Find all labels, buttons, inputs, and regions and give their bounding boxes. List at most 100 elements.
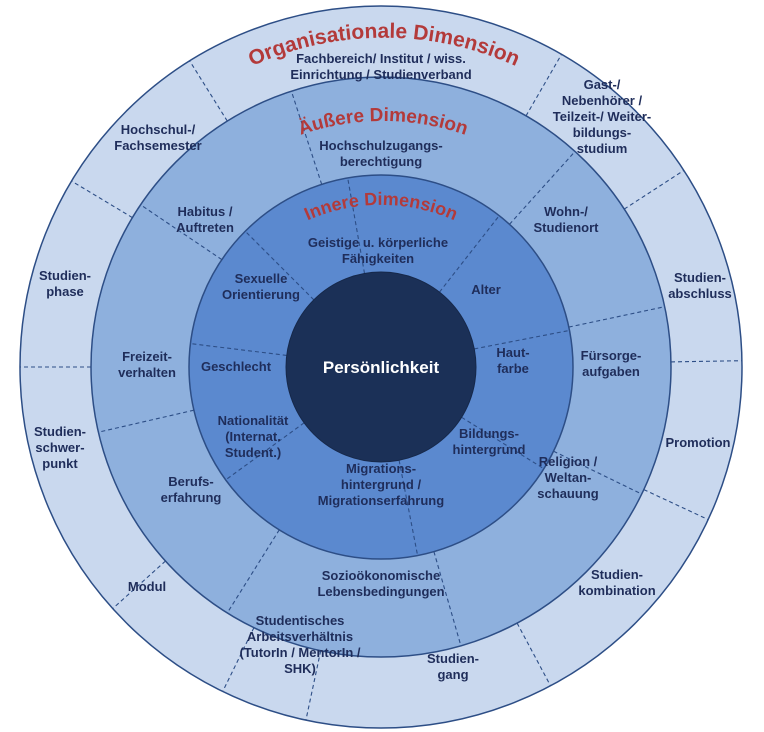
inner-segment-label: Bildungs-hintergrund bbox=[453, 426, 526, 457]
outer-segment-label-line: Einrichtung / Studienverband bbox=[290, 67, 471, 82]
segment-divider bbox=[509, 151, 576, 225]
outer-segment-label-line: punkt bbox=[42, 456, 78, 471]
outer-segment-label-line: Hochschul-/ bbox=[121, 122, 196, 137]
segment-divider bbox=[71, 180, 133, 219]
inner-segment-label-line: Student.) bbox=[225, 445, 281, 460]
middle-segment-label-line: verhalten bbox=[118, 365, 176, 380]
middle-segment-label-line: schauung bbox=[537, 486, 598, 501]
middle-segment-label-line: Habitus / bbox=[178, 204, 233, 219]
inner-segment-label: Nationalität(Internat.Student.) bbox=[218, 413, 289, 460]
outer-segment-label-line: Studien- bbox=[591, 567, 643, 582]
segment-divider bbox=[112, 560, 166, 610]
middle-segment-label-line: Wohn-/ bbox=[544, 204, 588, 219]
middle-segment-label: Wohn-/Studienort bbox=[534, 204, 600, 235]
segment-divider bbox=[222, 627, 255, 692]
outer-segment-label-line: Promotion bbox=[666, 435, 731, 450]
segment-divider bbox=[553, 450, 642, 495]
outer-segment-label-line: Teilzeit-/ Weiter- bbox=[553, 109, 651, 124]
outer-segment-label-line: Studentisches bbox=[256, 613, 345, 628]
segment-divider bbox=[347, 177, 366, 274]
outer-segment-label: Promotion bbox=[666, 435, 731, 450]
middle-segment-label-line: Auftreten bbox=[176, 220, 234, 235]
segment-divider bbox=[516, 622, 551, 686]
middle-segment-label-line: aufgaben bbox=[582, 364, 640, 379]
outer-segment-label-line: Modul bbox=[128, 579, 166, 594]
outer-segment-label-line: Arbeitsverhältnis bbox=[247, 629, 353, 644]
segment-divider bbox=[225, 422, 305, 481]
middle-segment-label-line: Freizeit- bbox=[122, 349, 172, 364]
segment-divider bbox=[525, 54, 562, 117]
segment-divider bbox=[474, 329, 570, 350]
outer-segment-label-line: studium bbox=[577, 141, 628, 156]
inner-segment-label-line: Orientierung bbox=[222, 287, 300, 302]
outer-segment-label: Hochschul-/Fachsemester bbox=[114, 122, 201, 153]
inner-segment-label: Geschlecht bbox=[201, 359, 272, 374]
segment-divider bbox=[290, 91, 323, 185]
outer-segment-label: Studien-abschluss bbox=[668, 270, 732, 301]
inner-segment-label-line: Haut- bbox=[496, 345, 529, 360]
middle-segment-label-line: Hochschulzugangs- bbox=[319, 138, 443, 153]
segment-divider bbox=[623, 169, 685, 210]
outer-segment-label: Studien-phase bbox=[39, 268, 91, 299]
middle-segment-label-line: Berufs- bbox=[168, 474, 214, 489]
segment-divider bbox=[670, 360, 742, 363]
outer-segment-label-line: phase bbox=[46, 284, 84, 299]
segment-divider bbox=[98, 409, 195, 433]
inner-segment-label-line: Geschlecht bbox=[201, 359, 272, 374]
segment-divider bbox=[461, 416, 545, 470]
outer-segment-label: Gast-/Nebenhörer /Teilzeit-/ Weiter-bild… bbox=[553, 77, 651, 156]
middle-segment-label: Habitus /Auftreten bbox=[176, 204, 234, 235]
outer-segment-label: Studien-kombination bbox=[578, 567, 655, 598]
outer-segment-label-line: Studien- bbox=[39, 268, 91, 283]
outer-segment-label-line: (TutorIn / MentorIn / bbox=[239, 645, 360, 660]
segment-labels: Fachbereich/ Institut / wiss.Einrichtung… bbox=[34, 51, 732, 682]
middle-segment-label-line: Religion / bbox=[539, 454, 598, 469]
outer-segment-label: Modul bbox=[128, 579, 166, 594]
segment-dividers bbox=[20, 54, 742, 721]
inner-segment-label-line: Sexuelle bbox=[235, 271, 288, 286]
outer-segment-label: Studien-gang bbox=[427, 651, 479, 682]
segment-divider bbox=[398, 460, 419, 556]
segment-divider bbox=[140, 204, 223, 261]
outer-segment-label-line: Studien- bbox=[34, 424, 86, 439]
outer-segment-label-line: Studien- bbox=[674, 270, 726, 285]
inner-segment-label-line: Alter bbox=[471, 282, 501, 297]
outer-segment-label-line: Gast-/ bbox=[584, 77, 621, 92]
middle-segment-label-line: Fürsorge- bbox=[581, 348, 642, 363]
middle-segment-label: Freizeit-verhalten bbox=[118, 349, 176, 380]
segment-divider bbox=[643, 489, 709, 521]
outer-segment-label-line: bildungs- bbox=[573, 125, 632, 140]
inner-segment-label: Haut-farbe bbox=[496, 345, 529, 376]
middle-segment-label: Religion /Weltan-schauung bbox=[537, 454, 598, 501]
outer-segment-label-line: Studien- bbox=[427, 651, 479, 666]
outer-segment-label: Fachbereich/ Institut / wiss.Einrichtung… bbox=[290, 51, 471, 82]
core-label: Persönlichkeit bbox=[323, 358, 440, 377]
inner-segment-label: Migrations-hintergrund /Migrationserfahr… bbox=[318, 461, 444, 508]
middle-segment-label: Fürsorge-aufgaben bbox=[581, 348, 642, 379]
outer-segment-label-line: kombination bbox=[578, 583, 655, 598]
middle-segment-label-line: Sozioökonomische bbox=[322, 568, 440, 583]
inner-segment-label-line: Migrationserfahrung bbox=[318, 493, 444, 508]
middle-segment-label-line: Studienort bbox=[534, 220, 600, 235]
outer-segment-label-line: Fachsemester bbox=[114, 138, 201, 153]
segment-divider bbox=[226, 529, 280, 614]
outer-segment-label-line: SHK) bbox=[284, 661, 316, 676]
personality-core bbox=[285, 271, 477, 463]
inner-segment-label-line: hintergrund bbox=[453, 442, 526, 457]
segment-divider bbox=[189, 60, 228, 122]
outer-segment-label-line: Nebenhörer / bbox=[562, 93, 643, 108]
middle-segment-label-line: Weltan- bbox=[545, 470, 592, 485]
middle-segment-label: Berufs-erfahrung bbox=[161, 474, 222, 505]
middle-segment-label-line: erfahrung bbox=[161, 490, 222, 505]
segment-divider bbox=[439, 215, 500, 293]
segment-divider bbox=[244, 230, 315, 301]
inner-segment-label-line: Nationalität bbox=[218, 413, 289, 428]
inner-segment-label-line: Fähigkeiten bbox=[342, 251, 414, 266]
segment-divider bbox=[433, 551, 462, 646]
inner-segment-label-line: Geistige u. körperliche bbox=[308, 235, 448, 250]
